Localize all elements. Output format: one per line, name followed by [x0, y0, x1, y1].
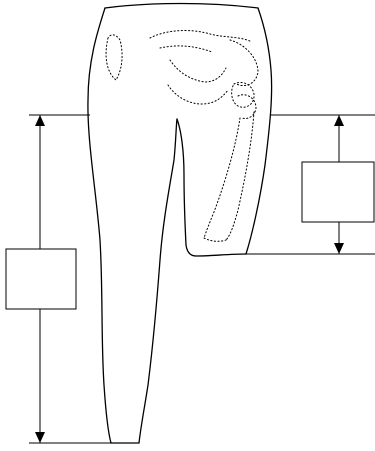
- sacrum: [170, 60, 226, 82]
- femur-shaft-outer: [226, 112, 254, 240]
- femur-cut-end: [204, 238, 226, 241]
- residual-limb-outer-edge: [246, 8, 272, 254]
- left-measurement: [6, 115, 111, 443]
- pelvis-right-wing: [230, 40, 258, 86]
- femur-skeleton: [204, 95, 256, 242]
- right-measurement: [246, 115, 375, 254]
- pubic-area: [168, 85, 228, 104]
- intact-leg-outer-edge: [88, 8, 111, 443]
- left-arrow-down: [35, 432, 45, 443]
- right-arrow-down: [334, 243, 344, 254]
- right-label-box: [302, 162, 374, 222]
- residual-limb-end: [196, 254, 246, 256]
- pelvis-skeleton: [106, 31, 258, 108]
- leg-silhouette: [88, 4, 272, 444]
- crotch-edge: [177, 119, 196, 256]
- left-arrow-up: [35, 115, 45, 126]
- pelvis-left-wing: [106, 35, 122, 80]
- intact-leg-inner-edge: [139, 119, 177, 443]
- femur-shaft-inner: [204, 118, 240, 238]
- pelvis-crest-2: [160, 46, 212, 52]
- waist-edge: [105, 4, 258, 9]
- right-arrow-up: [334, 115, 344, 126]
- left-label-box: [6, 249, 76, 309]
- pelvis-crest: [150, 31, 252, 42]
